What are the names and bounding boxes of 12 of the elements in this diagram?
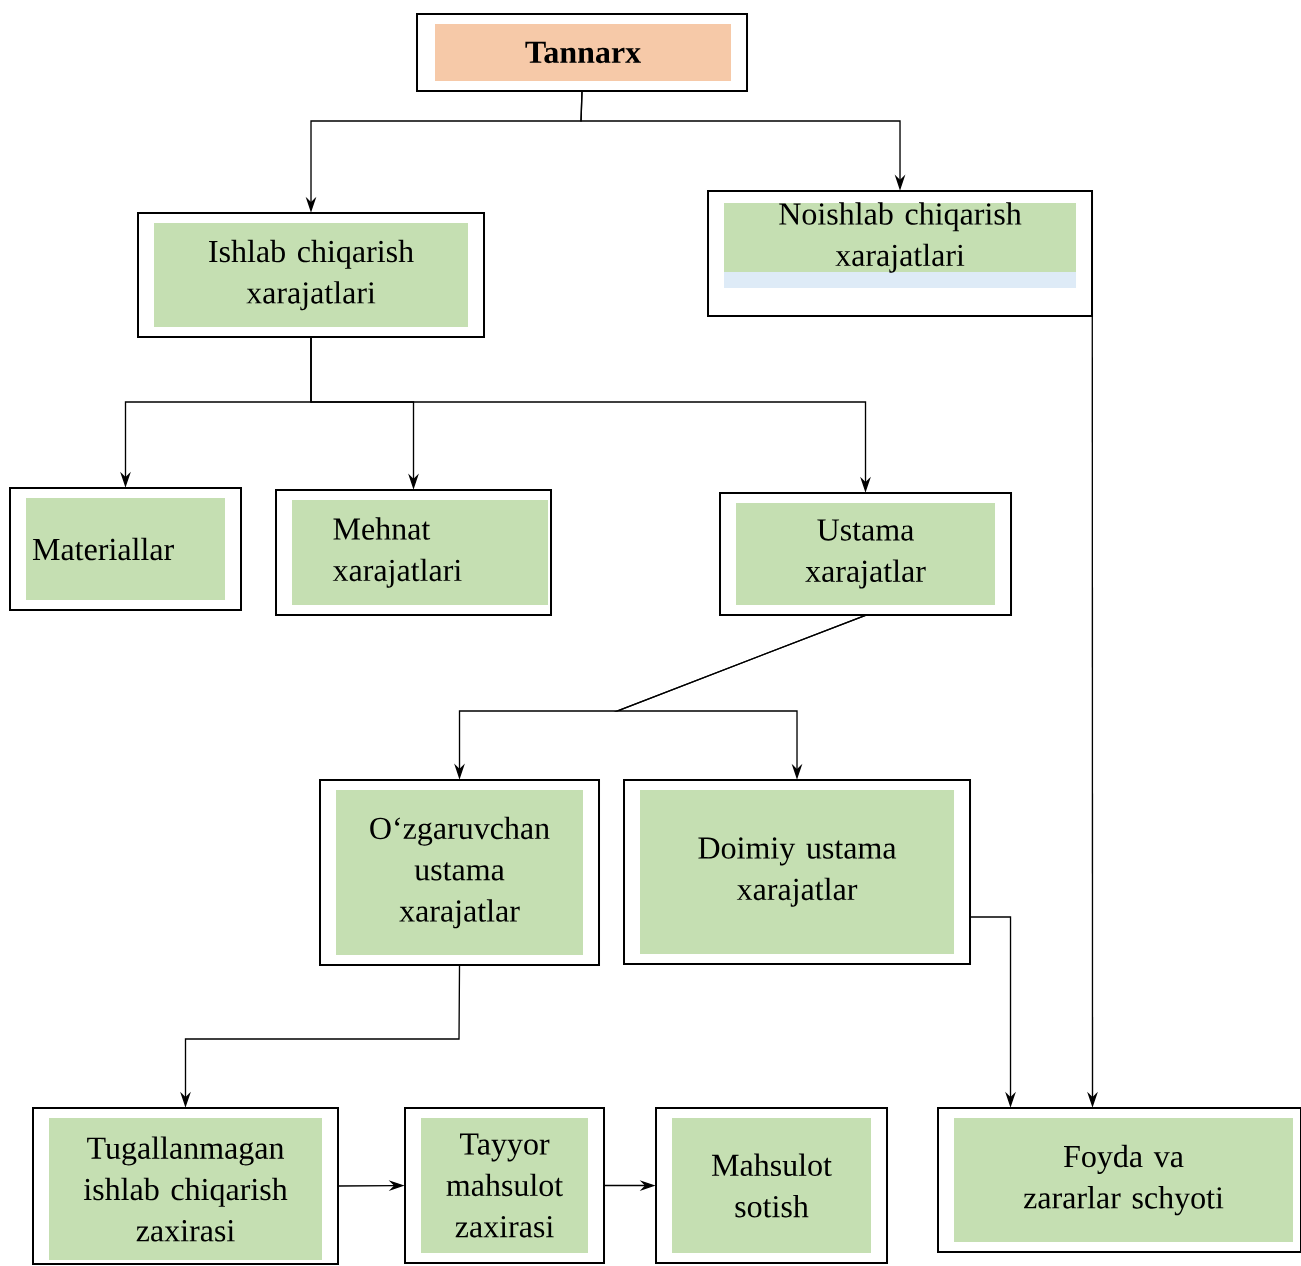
process-box: Mahsulot sotish [655, 1107, 888, 1264]
process-box: O‘zgaruvchan ustama xarajatlar [319, 779, 600, 966]
process-box: Mehnat xarajatlari [275, 489, 552, 616]
process-box: Noishlab chiqarish xarajatlari [707, 190, 1093, 317]
process-box: Tugallanmagan ishlab chiqarish zaxirasi [32, 1107, 339, 1265]
process-box: Ustama xarajatlar [719, 492, 1012, 616]
process-box: Materiallar [9, 487, 242, 611]
process-box: Ishlab chiqarish xarajatlari [137, 212, 485, 338]
process-box: Doimiy ustama xarajatlar [623, 779, 971, 965]
process-box: Foyda va zararlar schyoti [937, 1107, 1301, 1253]
process-box: Tannarx [416, 13, 748, 92]
process-box: Tayyor mahsulot zaxirasi [404, 1107, 605, 1264]
